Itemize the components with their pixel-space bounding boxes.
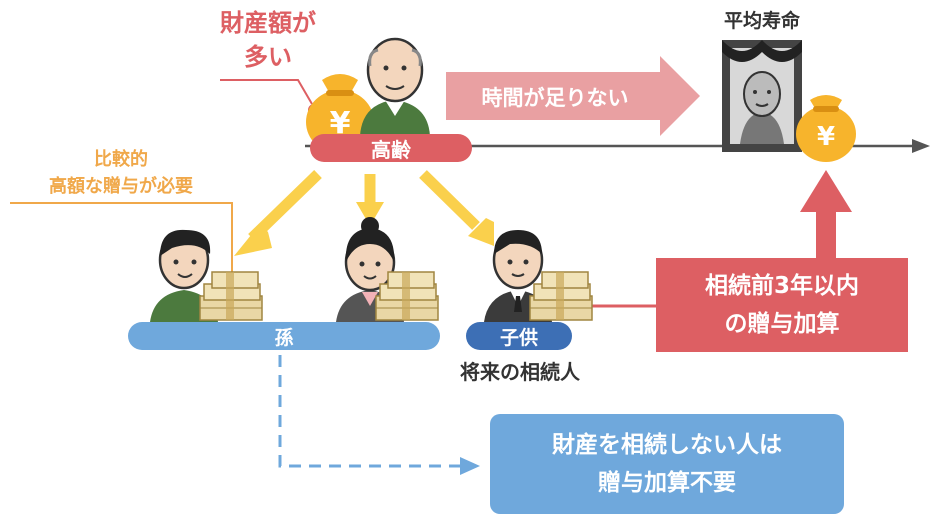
gift-note-leader <box>10 202 233 274</box>
rule-line1: 相続前3年以内 <box>704 273 859 299</box>
gift-note-label: 比較的 高額な贈与が必要 <box>10 146 232 200</box>
exempt-line1: 財産を相続しない人は <box>552 432 782 458</box>
gift-note-line2: 高額な贈与が必要 <box>49 176 193 197</box>
gift-arrow-to-child <box>419 170 480 230</box>
time-short-label: 時間が足りない <box>481 86 629 110</box>
future-heir-label: 将来の相続人 <box>460 360 580 384</box>
timeline-arrowhead <box>912 139 930 153</box>
svg-text:¥: ¥ <box>330 106 351 141</box>
big-assets-leader <box>220 79 313 105</box>
life-expectancy-label: 平均寿命 <box>723 10 800 32</box>
exempt-dashed-arrowhead <box>460 457 480 475</box>
cash-stack-icon <box>375 271 439 321</box>
rule-up-arrow-head <box>800 170 852 212</box>
cash-stack-icon <box>529 271 593 321</box>
money-bag-icon: ¥ <box>796 95 856 162</box>
child-badge: 子供 <box>466 322 572 350</box>
gift-arrows <box>234 170 494 256</box>
elderly-badge: 高齢 <box>310 134 472 162</box>
grandchild-badge: 孫 <box>128 322 440 350</box>
rule-up-arrow-shaft <box>816 210 836 258</box>
exempt-dashed-arrow <box>278 355 462 468</box>
time-short-arrow <box>446 56 700 136</box>
portrait-frame-icon <box>722 40 802 152</box>
rule-line2: の贈与加算 <box>724 311 840 337</box>
svg-text:¥: ¥ <box>817 122 835 152</box>
gift-arrow-head-middle <box>356 202 384 226</box>
big-assets-label: 財産額が 多い <box>198 6 338 74</box>
elderly-man-icon <box>360 37 430 136</box>
big-assets-line2: 多い <box>244 43 292 71</box>
gift-arrow-head-child <box>468 218 494 246</box>
gift-arrow-head-grandchild <box>234 224 272 256</box>
gift-note-line1: 比較的 <box>94 149 148 170</box>
cash-stack-icon <box>199 271 263 321</box>
rule-box: 相続前3年以内 の贈与加算 <box>656 258 908 352</box>
exempt-line2: 贈与加算不要 <box>598 470 736 496</box>
exempt-box: 財産を相続しない人は 贈与加算不要 <box>490 414 844 514</box>
big-assets-line1: 財産額が <box>220 9 316 37</box>
